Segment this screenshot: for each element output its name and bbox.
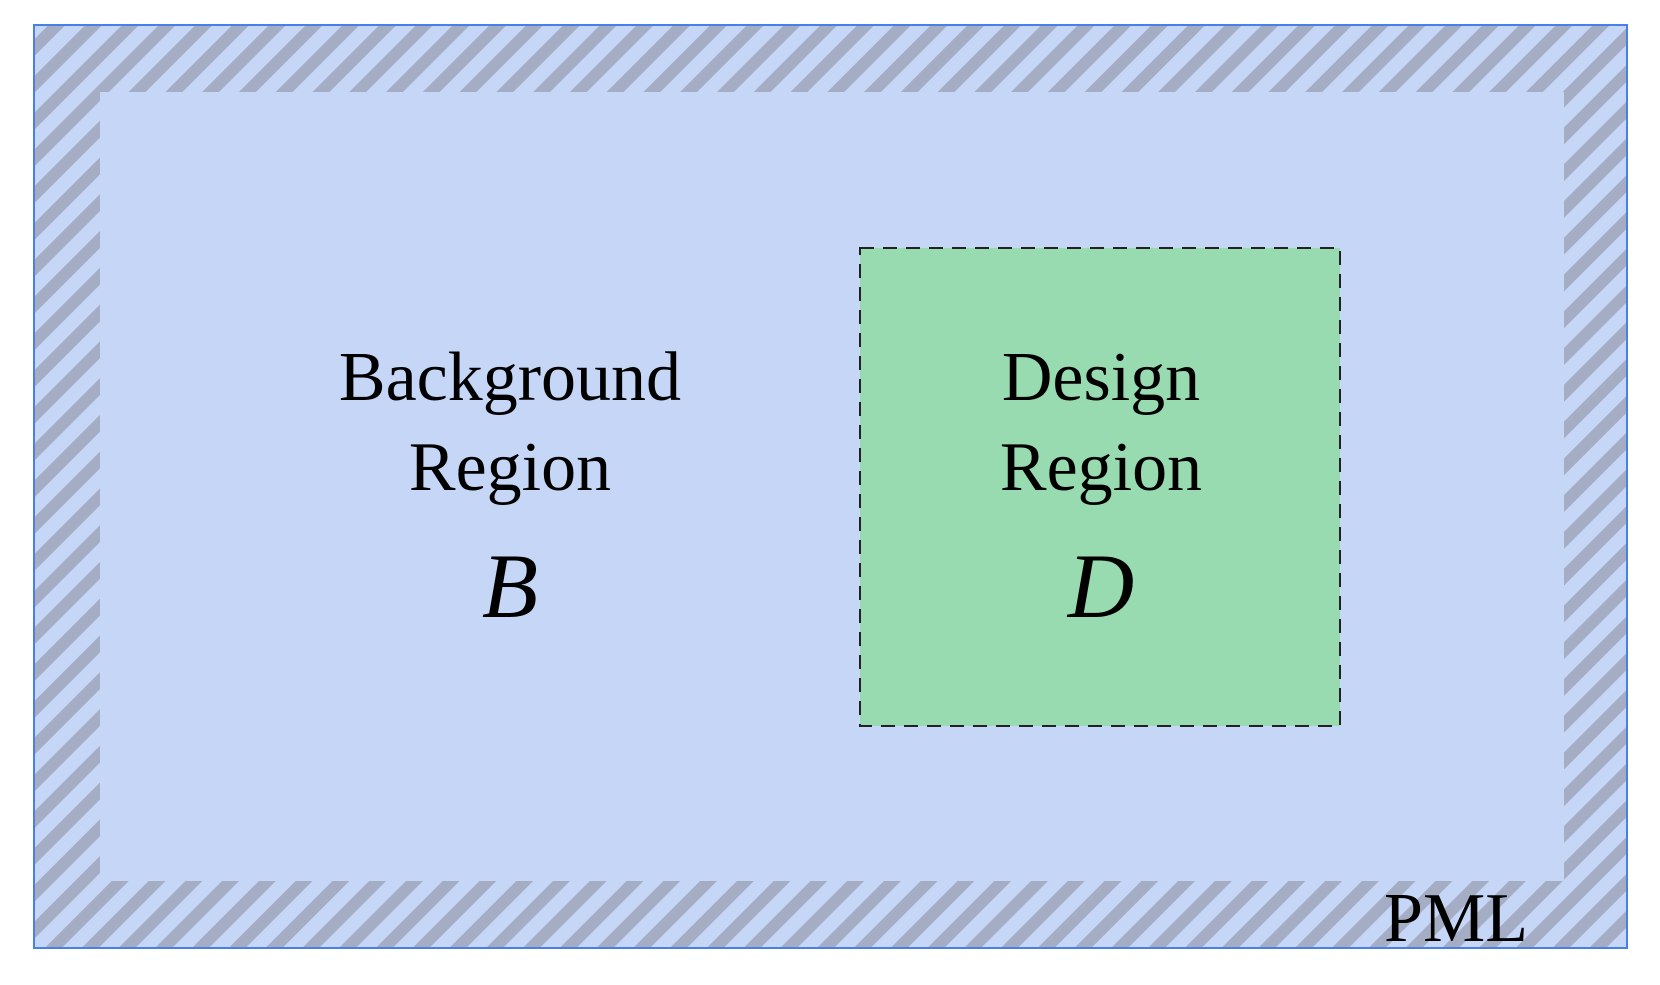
- design-region-symbol: D: [1066, 535, 1134, 637]
- design-region-label-line2: Region: [1000, 429, 1202, 506]
- background-region-symbol: B: [482, 535, 538, 637]
- design-region-label-line1: Design: [1002, 339, 1200, 416]
- pml-label: PML: [1384, 880, 1528, 957]
- background-region-label-line1: Background: [339, 339, 681, 416]
- outer-border: [33, 24, 1628, 949]
- design-region: [859, 247, 1341, 727]
- background-region-label-line2: Region: [409, 429, 611, 506]
- background-region: [100, 92, 1564, 881]
